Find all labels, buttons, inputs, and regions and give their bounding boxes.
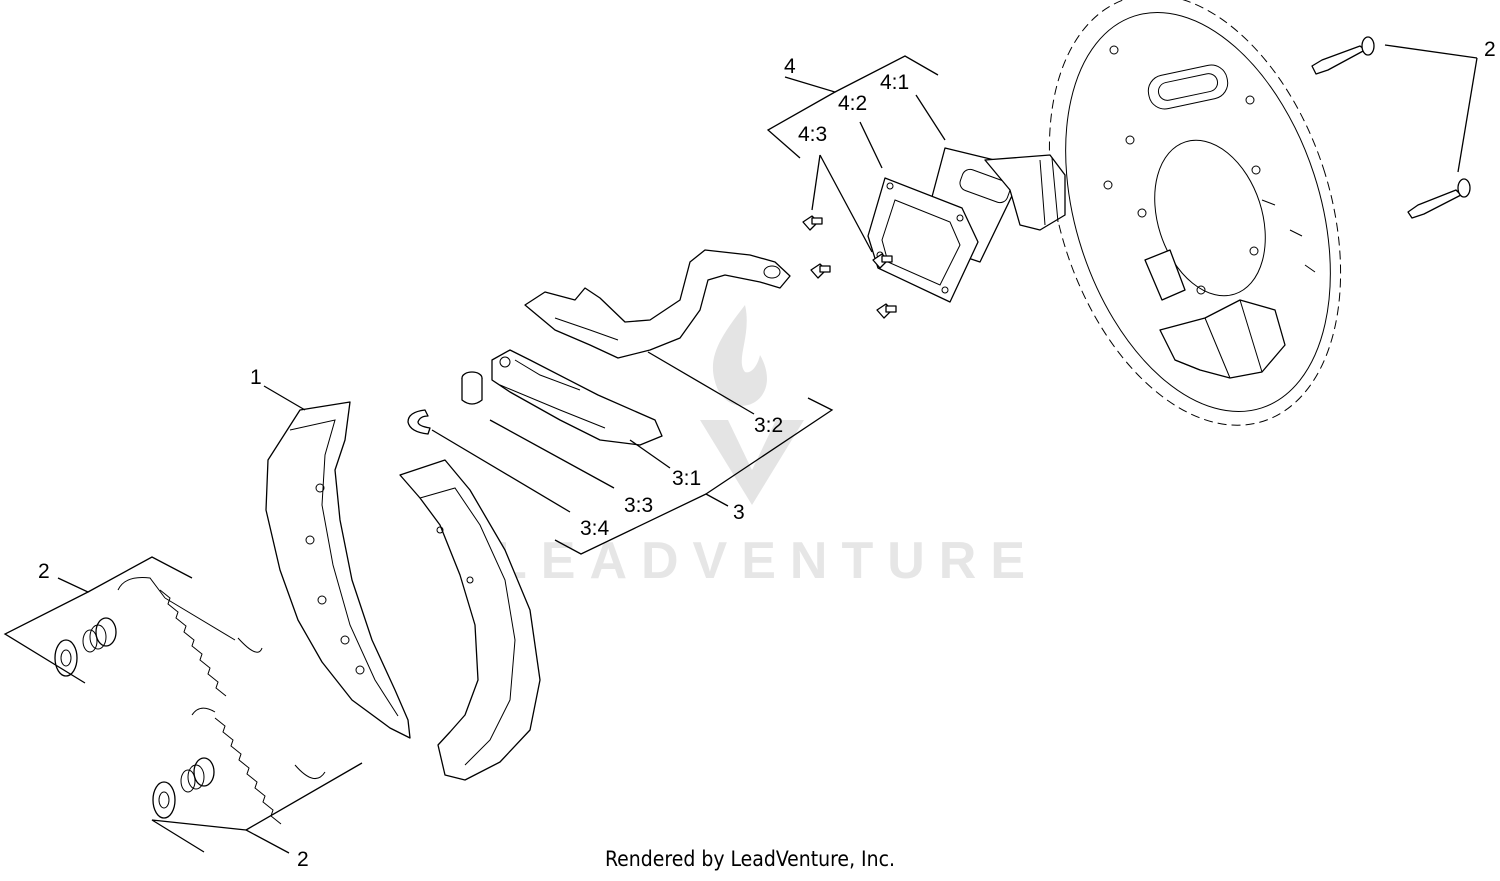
return-spring-upper (117, 577, 263, 697)
callout-3-3: 3:3 (624, 494, 653, 517)
gasket (867, 177, 979, 303)
lever-arm (524, 249, 791, 359)
callout-3-4: 3:4 (580, 517, 610, 540)
callout-4-1: 4:1 (880, 71, 909, 94)
callout-2-top-right: 2 (1484, 38, 1496, 61)
callout-1: 1 (250, 366, 262, 389)
screw (872, 253, 893, 269)
brake-shoe-front (399, 459, 541, 781)
watermark-text: LEADVENTURE (495, 532, 1039, 590)
retainer-spring (180, 757, 215, 793)
screw (810, 263, 831, 279)
lever-plate (491, 349, 663, 446)
callout-2-bottom: 2 (297, 848, 309, 871)
callout-3: 3 (733, 501, 745, 524)
retainer-cup (152, 781, 176, 819)
pivot-pin (461, 371, 483, 405)
mounting-bolt (1311, 36, 1375, 75)
callout-4-2: 4:2 (838, 92, 867, 115)
mounting-bolt (1407, 178, 1471, 219)
backing-plate (1048, 0, 1342, 426)
e-clip (407, 409, 431, 435)
screw (876, 303, 897, 319)
callout-2-left: 2 (38, 560, 50, 583)
return-spring-lower (191, 707, 326, 825)
leader-lines (3, 44, 1478, 854)
retainer-spring (82, 617, 117, 653)
callout-4: 4 (784, 55, 796, 78)
brake-shoe-rear (265, 401, 411, 739)
retainer-cup (54, 639, 78, 677)
watermark-logo-icon (700, 305, 804, 505)
callout-3-2: 3:2 (754, 414, 783, 437)
render-credit: Rendered by LeadVenture, Inc. (605, 847, 895, 871)
callout-4-3: 4:3 (798, 123, 827, 146)
callout-3-1: 3:1 (672, 467, 701, 490)
screw (802, 215, 823, 231)
